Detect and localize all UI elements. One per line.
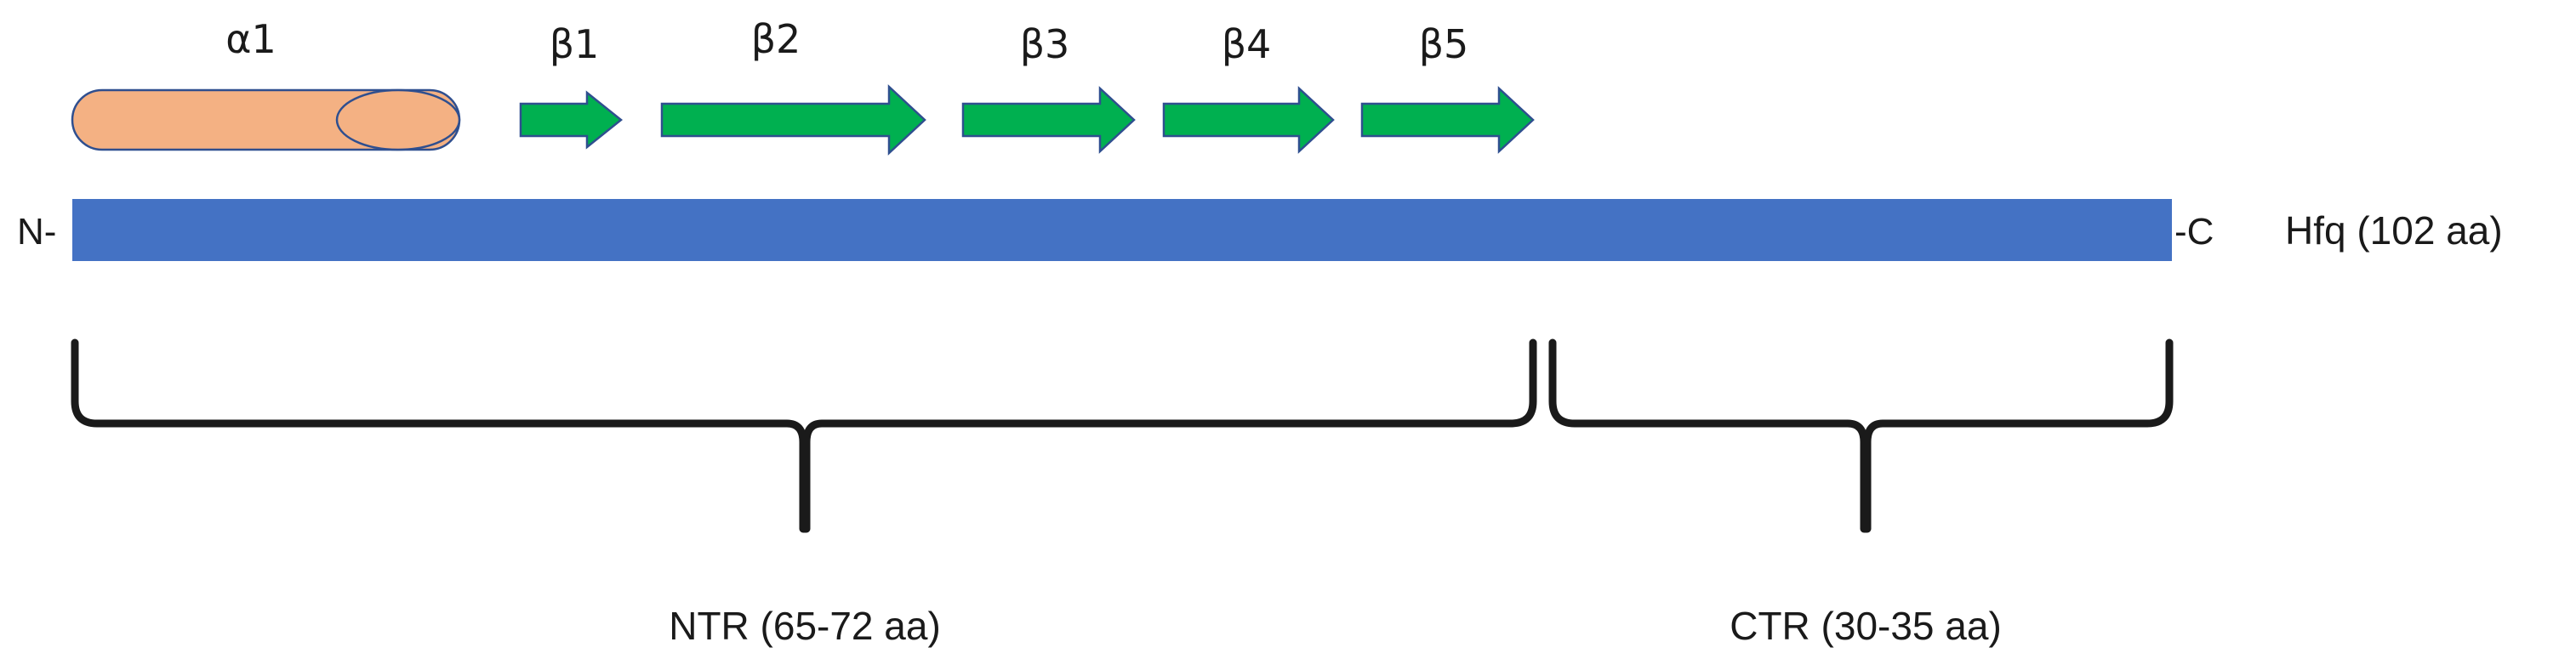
beta-strand-label-3: β3 xyxy=(1020,21,1070,67)
beta-strand-arrow-2 xyxy=(660,84,926,156)
beta-strand-label-2: β2 xyxy=(751,16,801,62)
beta-strand-label-1: β1 xyxy=(550,21,600,67)
ctr-region-label: CTR (30-35 aa) xyxy=(1730,604,2002,648)
ntr-brace xyxy=(71,338,1537,533)
ctr-brace xyxy=(1548,338,2174,533)
beta-strands xyxy=(519,84,1535,156)
beta-strand-label-5: β5 xyxy=(1419,21,1469,67)
helix-label: α1 xyxy=(225,16,276,62)
protein-sequence-bar xyxy=(72,199,2172,261)
helix-cylinder-cap xyxy=(335,88,461,151)
beta-strand-arrow-4 xyxy=(1162,86,1335,154)
ntr-region-label: NTR (65-72 aa) xyxy=(669,604,941,648)
beta-strand-label-4: β4 xyxy=(1222,21,1272,67)
beta-strand-arrow-1 xyxy=(519,90,624,150)
beta-strand-arrow-3 xyxy=(961,86,1136,154)
protein-name-label: Hfq (102 aa) xyxy=(2285,208,2503,253)
n-terminus-label: N- xyxy=(17,211,56,253)
beta-strand-arrow-5 xyxy=(1360,86,1535,154)
c-terminus-label: -C xyxy=(2174,211,2214,253)
alpha-helix-α1 xyxy=(71,88,461,151)
